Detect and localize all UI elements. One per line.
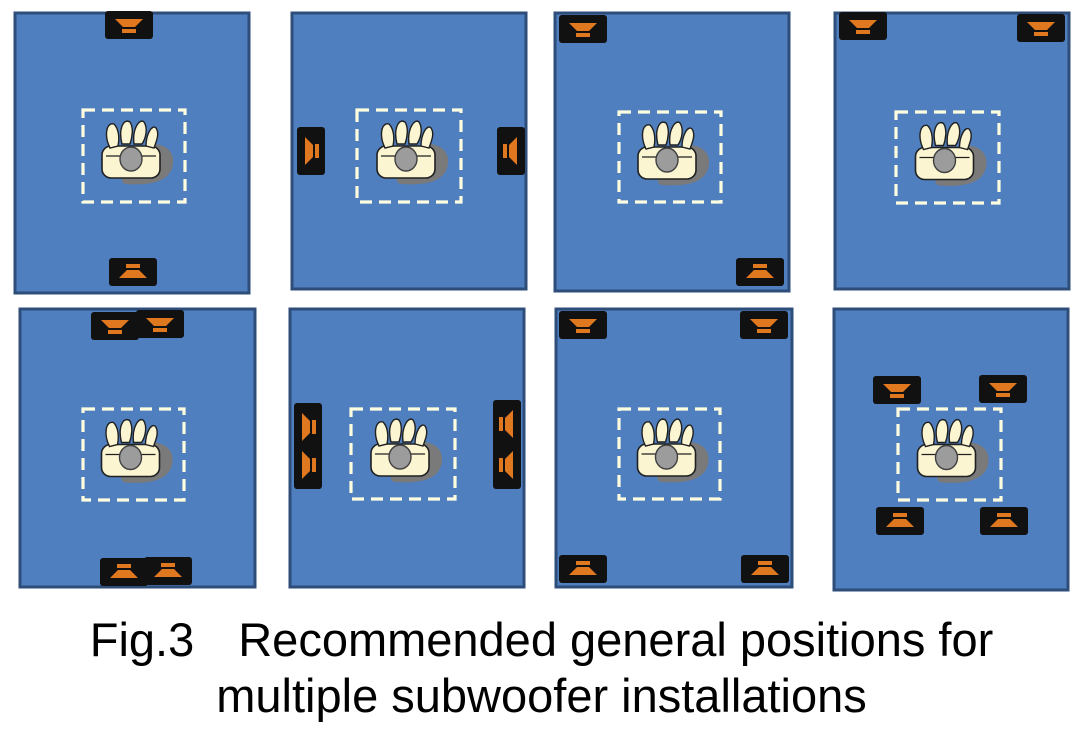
listening-zone-outline — [355, 108, 463, 204]
panel-side-walls-center — [290, 11, 528, 291]
subwoofer-icon — [297, 127, 325, 175]
subwoofer-icon — [559, 311, 607, 339]
figure-caption-line2: multiple subwoofer installations — [216, 669, 867, 722]
panel-around-listening-area — [832, 307, 1070, 592]
subwoofer-icon — [493, 441, 521, 489]
subwoofer-icon — [136, 310, 184, 338]
panel-front-corners — [833, 11, 1071, 291]
subwoofer-positions-diagram — [13, 11, 1071, 592]
subwoofer-icon — [876, 507, 924, 535]
figure-label: Fig.3 — [89, 613, 195, 666]
subwoofer-icon — [873, 376, 921, 404]
subwoofer-icon — [980, 507, 1028, 535]
subwoofer-icon — [559, 15, 607, 43]
subwoofer-icon — [740, 311, 788, 339]
subwoofer-icon — [741, 555, 789, 583]
figure-caption-line1: Fig.3 Recommended general positions for — [0, 612, 1083, 668]
subwoofer-icon — [105, 11, 153, 39]
caption-text-line1: Recommended general positions for — [238, 613, 994, 666]
panel-all-four-corners — [554, 307, 794, 589]
subwoofer-icon — [1017, 14, 1065, 42]
subwoofer-icon — [294, 441, 322, 489]
subwoofer-icon — [100, 558, 148, 586]
subwoofer-icon — [109, 258, 157, 286]
listening-zone-outline — [81, 108, 187, 204]
listening-zone-outline — [894, 110, 1001, 205]
subwoofer-icon — [979, 375, 1027, 403]
subwoofer-icon — [144, 557, 192, 585]
panel-front-back-paired — [18, 307, 257, 589]
subwoofer-icon — [91, 312, 139, 340]
subwoofer-icon — [493, 400, 521, 448]
panel-top-bottom-center — [13, 11, 251, 295]
subwoofer-icon — [736, 258, 784, 286]
panel-diagonal-corners — [553, 11, 791, 293]
listening-zone-outline — [896, 407, 1003, 502]
subwoofer-icon — [559, 555, 607, 583]
panel-side-walls-paired — [288, 307, 526, 589]
subwoofer-icon — [497, 127, 525, 175]
listening-zone-outline — [349, 407, 457, 501]
subwoofer-icon — [839, 12, 887, 40]
